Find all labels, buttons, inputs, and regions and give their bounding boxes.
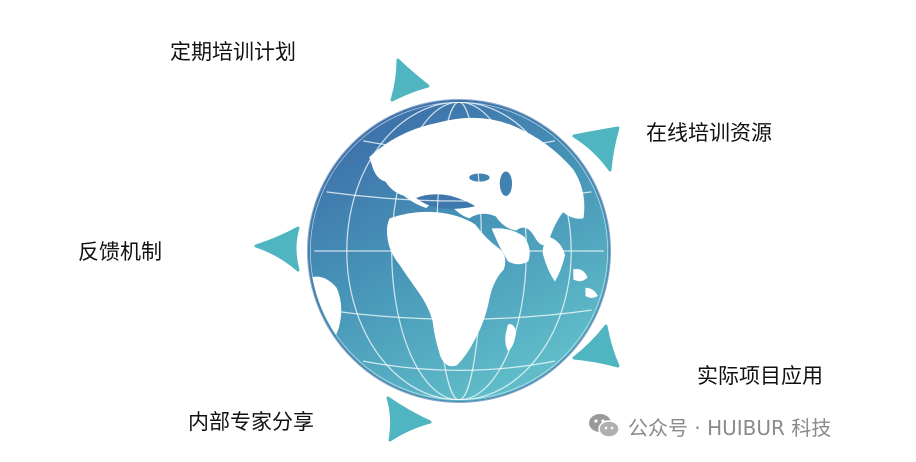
label-regular-training-plan: 定期培训计划	[170, 40, 296, 64]
wechat-icon	[589, 414, 620, 438]
watermark-text: 公众号 · HUIBUR 科技	[628, 415, 832, 440]
label-feedback-mechanism: 反馈机制	[78, 240, 162, 264]
triangle-arrow-icon	[254, 226, 300, 272]
watermark: 公众号 · HUIBUR 科技	[588, 412, 831, 440]
label-online-training-resources: 在线培训资源	[646, 121, 772, 145]
label-internal-expert-sharing: 内部专家分享	[188, 410, 314, 434]
globe-icon	[307, 99, 611, 403]
triangle-arrow-icon	[386, 396, 432, 442]
triangle-arrow-icon	[390, 58, 430, 102]
triangle-arrow-icon	[572, 126, 620, 172]
label-practical-project-application: 实际项目应用	[697, 364, 823, 388]
triangle-arrow-icon	[572, 324, 620, 368]
